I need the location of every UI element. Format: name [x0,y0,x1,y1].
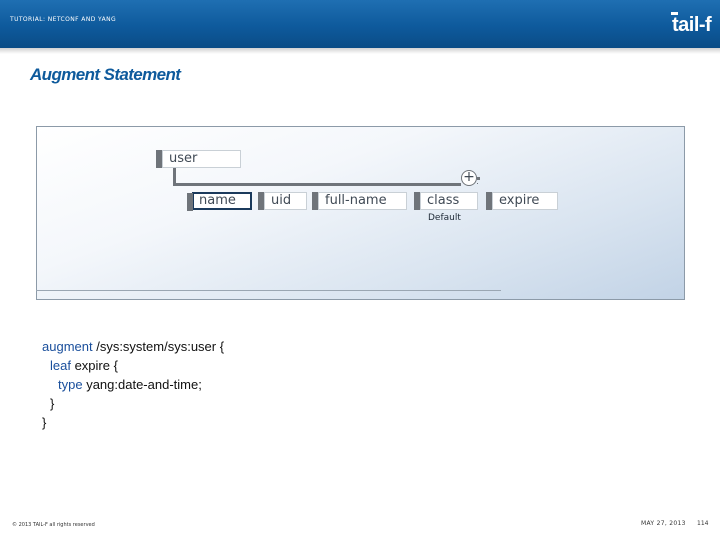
footer-copyright: © 2013 TAIL-F all rights reserved [12,522,95,528]
code-line-2: leaf expire { [42,356,224,375]
code-keyword-type: type [58,377,83,392]
code-line-5: } [42,415,47,430]
panel-divider [36,290,501,291]
code-keyword-augment: augment [42,339,93,354]
tree-node-uid[interactable]: uid [258,192,307,210]
tree-node-expire[interactable]: expire [486,192,558,210]
code-type-value: yang:date-and-time; [82,377,202,392]
code-line-3: type yang:date-and-time; [42,375,224,394]
tree-node-name[interactable]: name [187,192,252,211]
augment-plus-icon: + [461,170,477,186]
footer-page-number: 114 [697,520,709,527]
yang-code-block: augment /sys:system/sys:user { leaf expi… [42,337,224,432]
tree-node-full-name[interactable]: full-name [312,192,407,210]
tree-connector-horizontal [173,183,461,186]
default-label: Default [428,213,461,223]
tail-f-logo: tail-f [672,14,712,36]
code-leaf-name: expire { [70,358,118,373]
logo-mark-icon [671,12,678,15]
tree-node-user[interactable]: user [156,150,241,168]
code-augment-path: /sys:system/sys:user { [92,339,225,354]
slide-title: Augment Statement [30,65,181,84]
tree-connector-plus-link [477,177,480,180]
header-title: TUTORIAL: NETCONF AND YANG [10,16,117,23]
tree-connector-plus-tail [477,183,478,184]
code-line-4: } [50,396,55,411]
code-line-1: augment /sys:system/sys:user { [42,337,224,356]
diagram-panel [36,126,685,300]
tree-connector-vertical [173,168,176,185]
code-keyword-leaf: leaf [50,358,71,373]
tree-node-class[interactable]: class [414,192,478,210]
header-bar [0,0,720,48]
header-shadow [0,48,720,54]
footer-date: MAY 27, 2013 [641,520,686,527]
